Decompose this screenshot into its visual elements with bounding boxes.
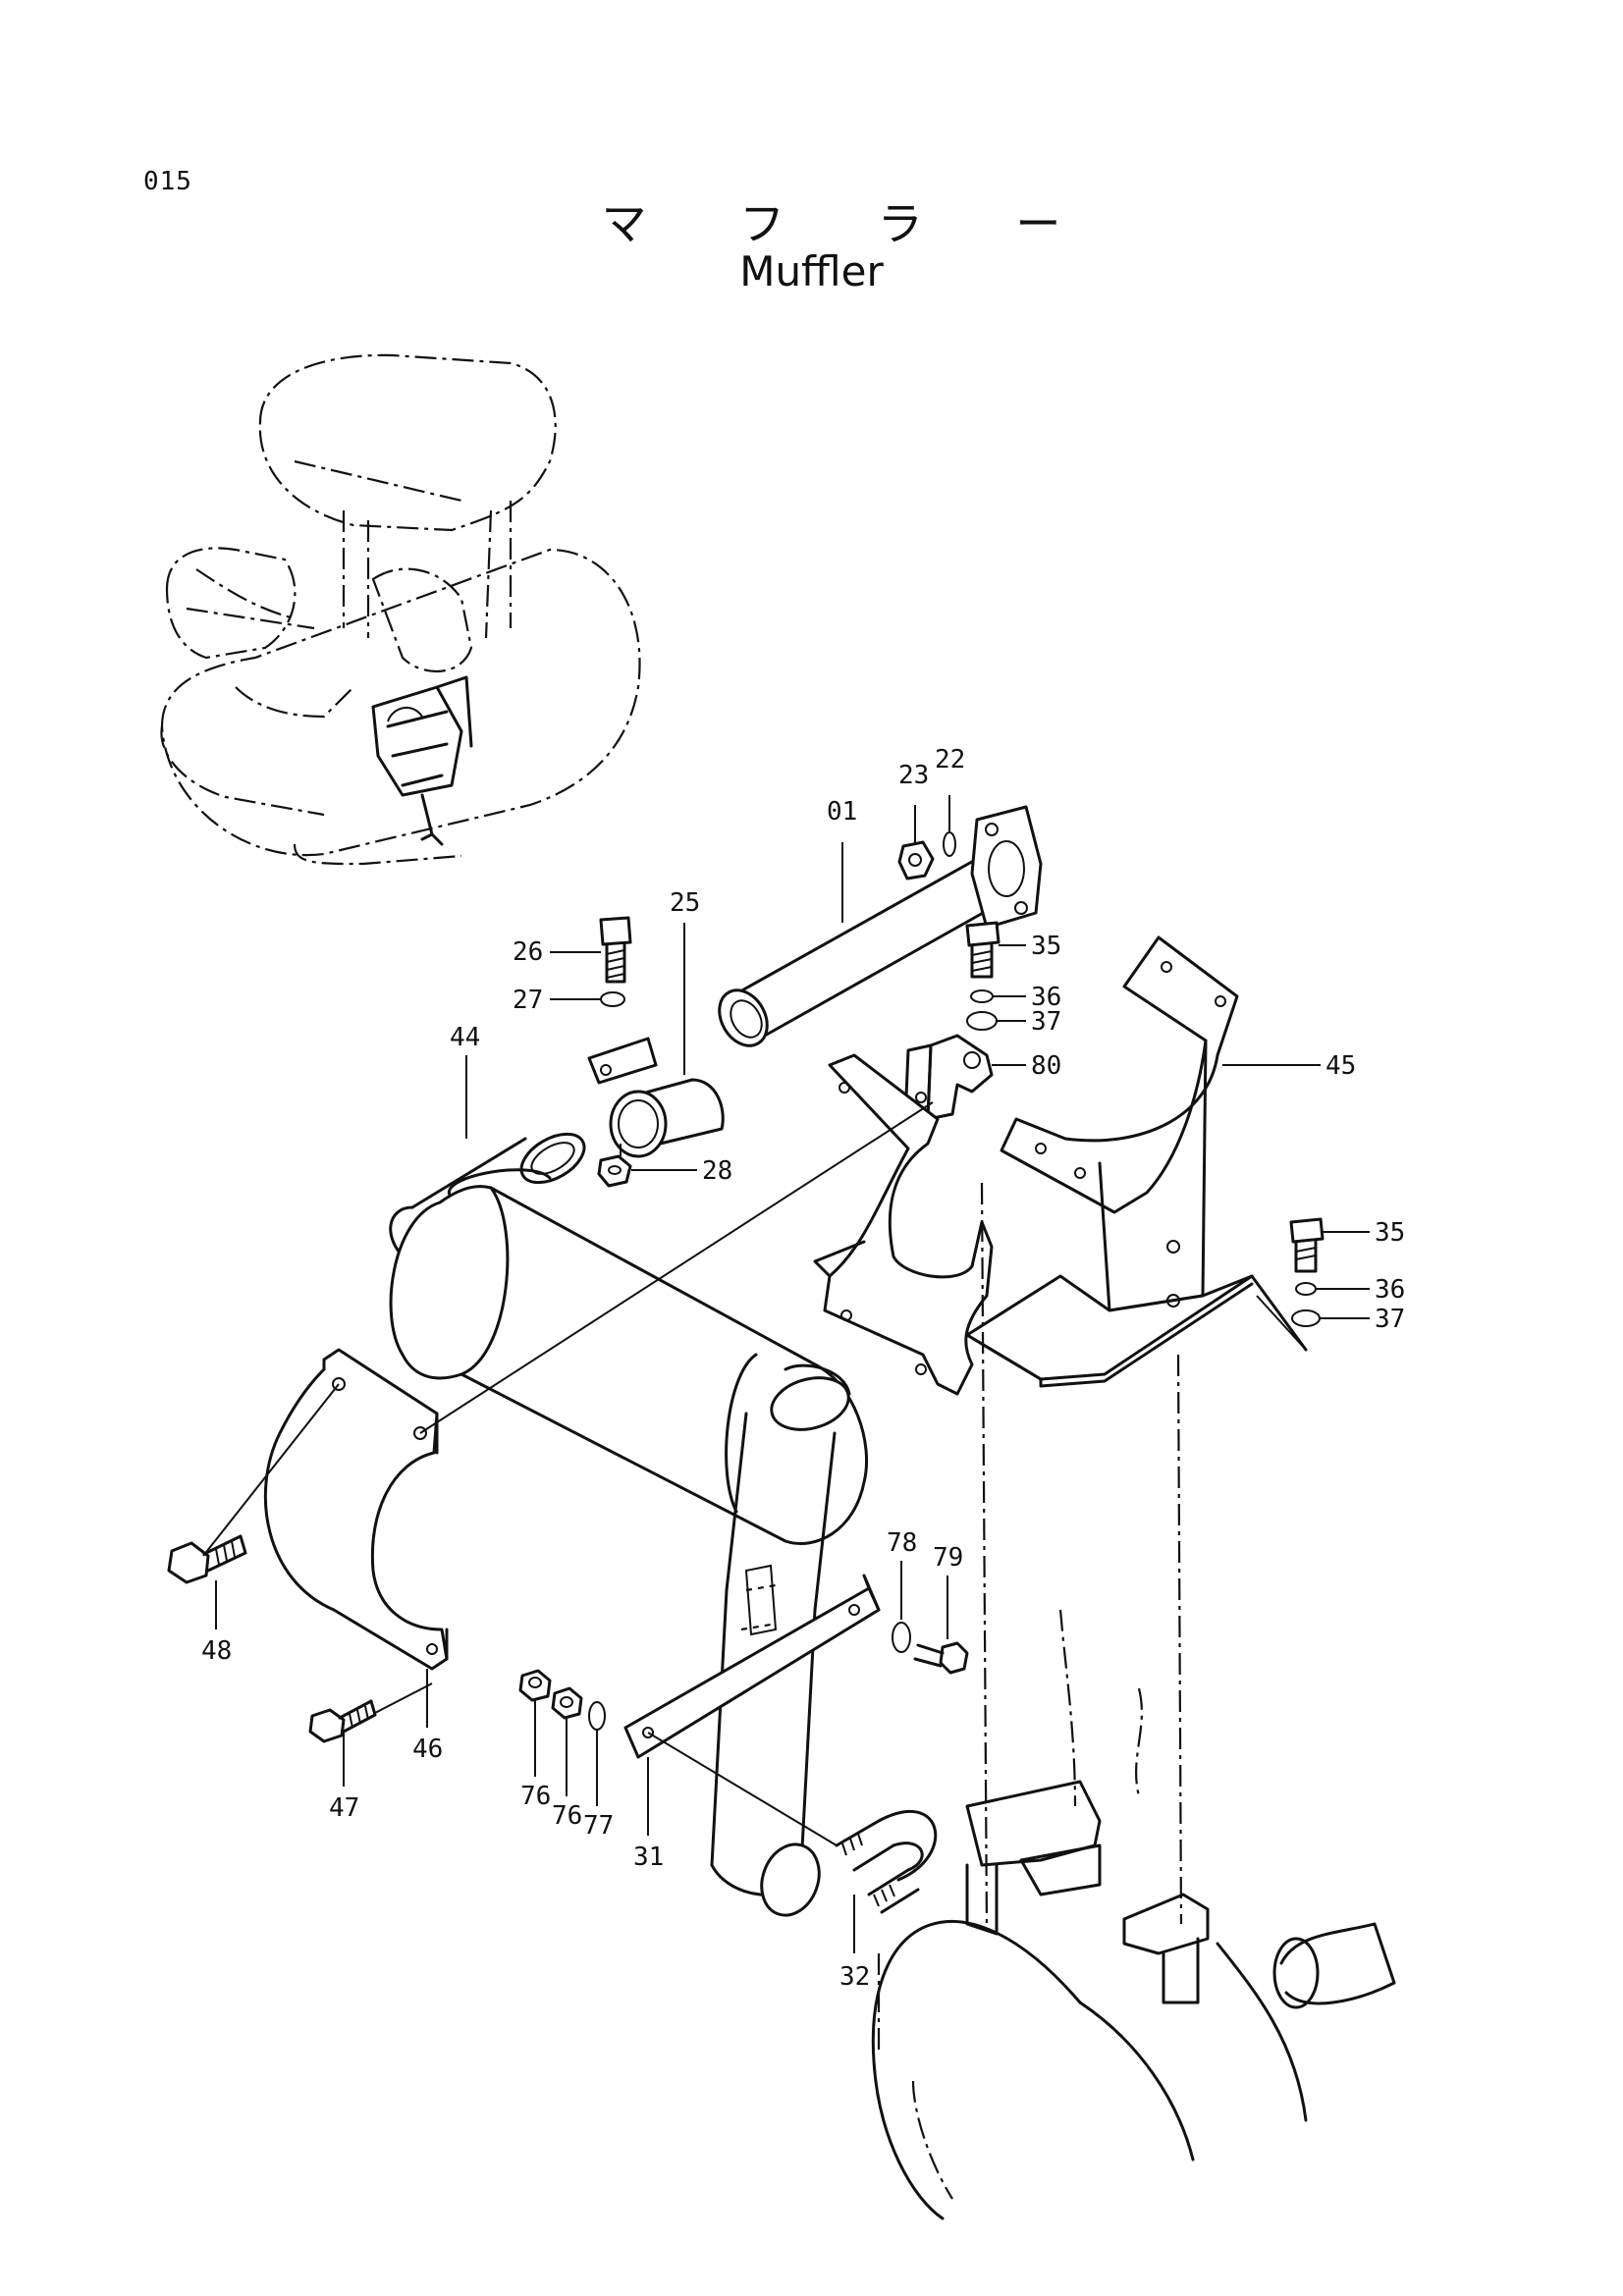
washer-77 — [588, 1701, 606, 1731]
label-48: 48 — [201, 1636, 232, 1666]
label-46: 46 — [412, 1735, 443, 1764]
part-number-labels: 01 23 22 25 26 27 28 35 36 37 80 45 44 3… — [201, 745, 1405, 1992]
label-27: 27 — [513, 986, 543, 1015]
label-47: 47 — [329, 1793, 359, 1823]
label-77: 77 — [583, 1811, 614, 1841]
nut-76-a — [518, 1669, 552, 1702]
bolt-26 — [599, 916, 632, 984]
label-79: 79 — [933, 1543, 963, 1573]
label-22: 22 — [935, 745, 965, 774]
machine-frame-outline — [871, 1182, 1396, 2220]
label-25: 25 — [670, 888, 700, 918]
label-76-b: 76 — [552, 1801, 582, 1831]
label-37-upper: 37 — [1031, 1007, 1061, 1037]
washer-22 — [943, 831, 956, 857]
bolt-35-upper — [965, 921, 1001, 979]
leader-lines — [202, 795, 1370, 1953]
washer-78 — [892, 1622, 911, 1653]
label-36-upper: 36 — [1031, 983, 1061, 1012]
page-title-english: Muffler — [739, 247, 884, 295]
page-title-japanese: マ フ ラ ー — [601, 197, 1101, 250]
label-80: 80 — [1031, 1051, 1061, 1081]
page-number: 015 — [143, 167, 192, 196]
label-44: 44 — [450, 1023, 480, 1052]
u-bolt-32 — [835, 1809, 938, 1914]
strap-31 — [623, 1574, 881, 1759]
bolt-48 — [167, 1534, 247, 1584]
label-35-lower: 35 — [1375, 1218, 1405, 1248]
label-23: 23 — [898, 761, 929, 790]
label-78: 78 — [887, 1528, 917, 1558]
label-76-a: 76 — [520, 1782, 551, 1811]
clamp-25 — [587, 1037, 725, 1158]
label-01: 01 — [827, 797, 857, 827]
washer-37-upper — [966, 1011, 998, 1031]
washer-36-upper — [970, 989, 994, 1003]
tail-pipe-01 — [718, 805, 1043, 1047]
machine-overview-illustration — [160, 353, 641, 866]
washer-37-lower — [1291, 1309, 1321, 1327]
bolt-79 — [913, 1641, 969, 1675]
nut-23 — [897, 840, 935, 881]
label-35-upper: 35 — [1031, 932, 1061, 961]
rear-clamp-46 — [263, 1348, 449, 1671]
washer-36-lower — [1295, 1282, 1317, 1296]
nut-28 — [597, 1144, 632, 1188]
washer-27 — [600, 991, 625, 1007]
label-45: 45 — [1325, 1051, 1356, 1081]
label-28: 28 — [702, 1156, 732, 1186]
bracket-45 — [1000, 935, 1239, 1312]
label-26: 26 — [513, 937, 543, 967]
label-31: 31 — [633, 1842, 664, 1872]
muffler-44 — [389, 1132, 869, 1545]
bolt-35-lower — [1289, 1217, 1325, 1273]
support-bracket-front — [813, 1053, 994, 1396]
base-plate — [965, 1240, 1308, 1388]
label-36-lower: 36 — [1375, 1275, 1405, 1305]
label-37-lower: 37 — [1375, 1305, 1405, 1334]
label-32: 32 — [839, 1962, 870, 1992]
outlet-pipe — [710, 1412, 837, 1917]
nut-76-b — [551, 1686, 583, 1720]
bolt-47 — [308, 1699, 377, 1743]
